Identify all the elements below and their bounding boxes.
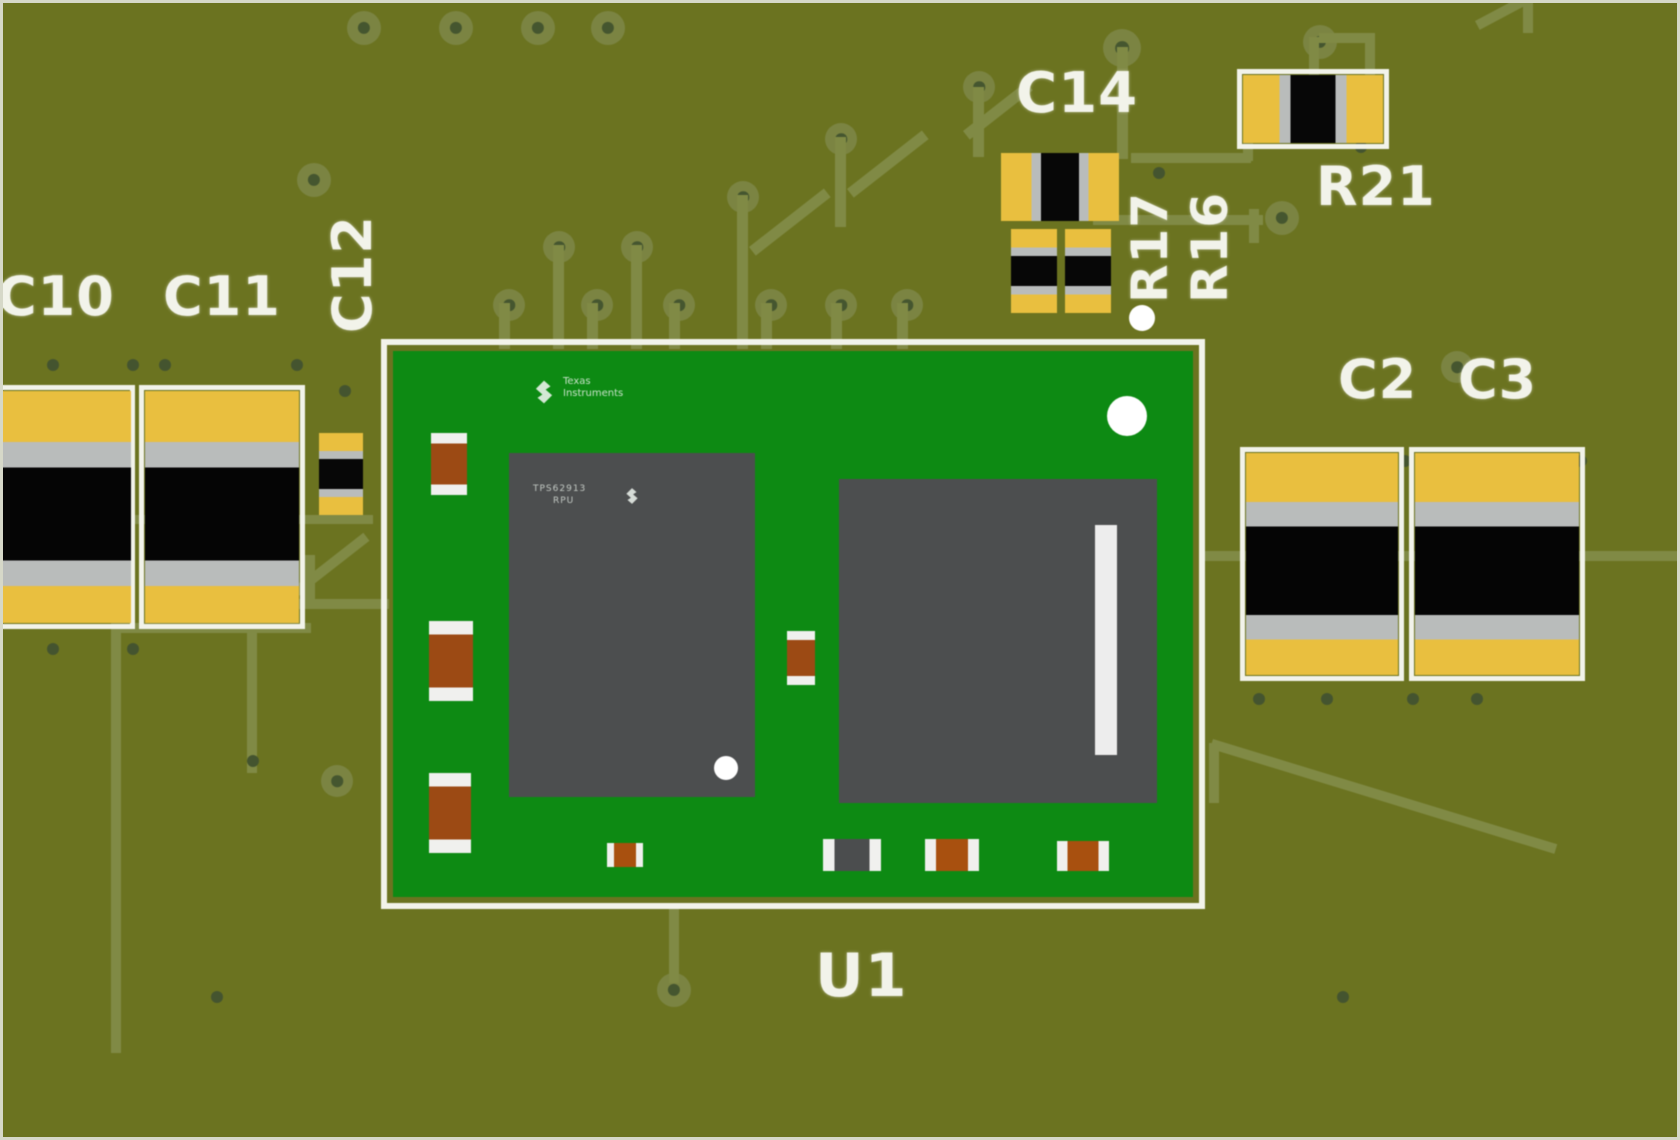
via bbox=[439, 11, 473, 45]
silk-label-c3: C3 bbox=[1458, 348, 1538, 411]
trace bbox=[737, 195, 748, 349]
die-pin1-dot bbox=[714, 756, 738, 780]
component-r17[interactable] bbox=[1011, 229, 1057, 313]
die-marking-line2: RPU bbox=[553, 496, 575, 506]
via-small bbox=[127, 359, 139, 371]
component-c3[interactable] bbox=[1415, 453, 1579, 675]
via-small bbox=[1253, 693, 1265, 705]
via bbox=[297, 163, 331, 197]
trace bbox=[1210, 739, 1558, 854]
via-small bbox=[291, 359, 303, 371]
silk-label-c10: C10 bbox=[0, 265, 115, 328]
via-small bbox=[47, 643, 59, 655]
via-small bbox=[211, 991, 223, 1003]
via bbox=[347, 11, 381, 45]
trace bbox=[553, 245, 564, 349]
board-fiducial bbox=[1129, 305, 1155, 331]
power-stage-die[interactable] bbox=[839, 479, 1157, 803]
module-resistor-left-1[interactable] bbox=[431, 433, 467, 495]
via bbox=[321, 765, 353, 797]
via-small bbox=[1471, 693, 1483, 705]
component-c2[interactable] bbox=[1246, 453, 1398, 675]
silk-label-c11: C11 bbox=[163, 265, 281, 328]
silk-label-r21: R21 bbox=[1316, 155, 1436, 218]
component-r21[interactable] bbox=[1243, 75, 1383, 143]
silk-label-c14: C14 bbox=[1016, 61, 1139, 126]
trace bbox=[847, 130, 929, 198]
module-resistor-left-3[interactable] bbox=[429, 773, 471, 853]
silk-label-r17: R17 bbox=[1121, 191, 1179, 303]
module-resistor-mid[interactable] bbox=[787, 631, 815, 685]
trace bbox=[835, 137, 846, 227]
via-small bbox=[47, 359, 59, 371]
trace bbox=[247, 623, 257, 773]
die-ti-logo-icon bbox=[626, 488, 638, 504]
trace bbox=[1209, 743, 1219, 803]
silk-label-c12: C12 bbox=[321, 215, 384, 333]
module-brand-line2: Instruments bbox=[563, 388, 624, 399]
controller-die[interactable]: TPS62913 RPU bbox=[509, 453, 755, 797]
silk-label-u1: U1 bbox=[815, 941, 908, 1011]
silk-label-r16: R16 bbox=[1181, 191, 1239, 303]
component-c12[interactable] bbox=[319, 433, 363, 515]
via-small bbox=[127, 643, 139, 655]
power-stage-stripe bbox=[1095, 525, 1117, 755]
module-resistor-bottom-2[interactable] bbox=[823, 839, 881, 871]
via-small bbox=[1321, 693, 1333, 705]
component-c10[interactable] bbox=[3, 391, 131, 623]
via bbox=[521, 11, 555, 45]
component-r16[interactable] bbox=[1065, 229, 1111, 313]
via bbox=[591, 11, 625, 45]
via-small bbox=[1153, 167, 1165, 179]
module-brand-line1: Texas bbox=[563, 376, 591, 387]
module-resistor-bottom-3[interactable] bbox=[925, 839, 979, 871]
module-u1[interactable]: Texas Instruments TPS62913 RPU bbox=[393, 351, 1193, 897]
trace bbox=[1523, 3, 1533, 33]
via-small bbox=[339, 385, 351, 397]
via bbox=[1265, 201, 1299, 235]
component-c11[interactable] bbox=[145, 391, 299, 623]
trace bbox=[111, 623, 121, 1053]
texas-instruments-logo-icon bbox=[535, 380, 553, 404]
via-small bbox=[1337, 991, 1349, 1003]
trace bbox=[631, 245, 642, 349]
die-marking-line1: TPS62913 bbox=[533, 484, 587, 494]
module-resistor-bottom-1[interactable] bbox=[607, 843, 643, 867]
trace bbox=[1131, 153, 1251, 163]
silk-label-c2: C2 bbox=[1338, 348, 1418, 411]
via-small bbox=[1407, 693, 1419, 705]
trace bbox=[1573, 551, 1677, 561]
via-small bbox=[159, 359, 171, 371]
component-c14[interactable] bbox=[1001, 153, 1119, 221]
trace bbox=[749, 188, 831, 256]
trace bbox=[669, 909, 679, 983]
module-resistor-left-2[interactable] bbox=[429, 621, 473, 701]
module-fiducial bbox=[1107, 396, 1147, 436]
module-resistor-bottom-4[interactable] bbox=[1057, 841, 1109, 871]
trace bbox=[305, 555, 315, 605]
via-small bbox=[247, 755, 259, 767]
